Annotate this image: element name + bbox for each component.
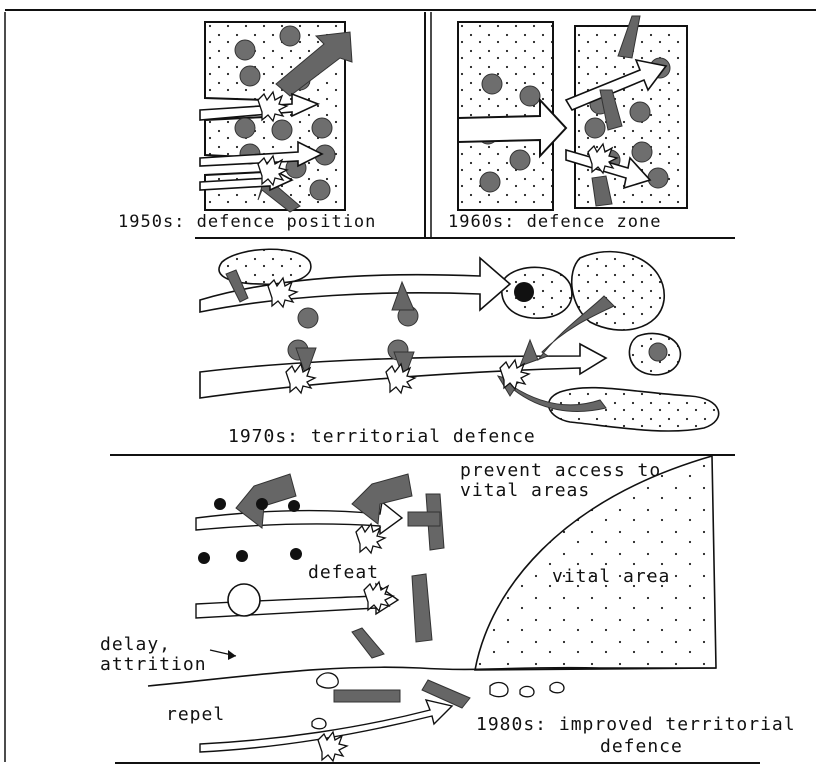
- blocking-positions: [333, 493, 445, 703]
- delay-label-line1: delay,: [100, 634, 172, 655]
- vital-area-region: [474, 454, 717, 671]
- vital-area-label: vital area: [552, 566, 671, 587]
- counterattack-arrow: [391, 280, 415, 311]
- defence-pocket: [500, 266, 573, 319]
- attack-arrow-middle: [199, 140, 324, 168]
- attack-arrow-upper: [195, 500, 404, 536]
- obstacle-blobs: [311, 672, 565, 730]
- clash-burst: [257, 154, 289, 187]
- caption-1950s: 1950s: defence position: [116, 212, 379, 232]
- attack-arrow-upper: [199, 92, 321, 121]
- counterattack-arrow: [617, 15, 641, 59]
- defence-pocket: [547, 386, 720, 432]
- counterattack-arrow: [591, 175, 613, 207]
- prevent-access-label-line2: vital areas: [460, 480, 591, 501]
- caption-1980s-line1: 1980s: improved territorial: [476, 714, 796, 735]
- counterattack-arrow: [275, 31, 353, 97]
- caption-1960s: 1960s: defence zone: [446, 212, 664, 232]
- defeat-label: defeat: [308, 562, 380, 583]
- panel-1970s: [199, 248, 720, 432]
- delay-arrowhead: [228, 650, 236, 660]
- breakthrough-arrow: [564, 58, 668, 112]
- counterattack-arrow: [351, 627, 385, 659]
- clash-burst: [385, 362, 417, 395]
- main-attack-arrow: [457, 97, 568, 159]
- counterattack-arrow: [421, 679, 471, 709]
- destroyed-unit: [514, 282, 534, 302]
- defender-units: [234, 25, 336, 201]
- clash-burst: [587, 142, 619, 175]
- counterattack-arrow: [225, 269, 249, 303]
- counterattack-arrow: [295, 347, 317, 378]
- clash-burst: [355, 522, 387, 555]
- repel-label: repel: [166, 704, 226, 725]
- delay-label-line2: attrition: [100, 654, 207, 675]
- clash-burst: [499, 358, 531, 391]
- attack-arrow-lower: [199, 699, 454, 753]
- clash-burst: [285, 362, 317, 395]
- counterattack-arrow-large: [351, 473, 413, 525]
- clash-burst: [267, 276, 299, 309]
- encircled-unit: [227, 583, 261, 617]
- caption-1970s: 1970s: territorial defence: [228, 426, 536, 447]
- panel-1960s: [457, 15, 688, 211]
- breakthrough-arrow: [565, 148, 652, 190]
- prevent-access-label-line1: prevent access to: [460, 460, 662, 481]
- enemy-unit-markers: [198, 498, 302, 564]
- counterattack-arrow: [599, 89, 623, 131]
- panel-1980s: [147, 454, 717, 763]
- counterattack-arrow-large: [519, 295, 615, 367]
- terrain-line: [147, 666, 716, 687]
- clash-burst: [317, 730, 349, 763]
- frame-lines: [4, 9, 816, 764]
- clash-burst: [363, 580, 395, 613]
- panel-1950s: [199, 21, 353, 213]
- clash-burst: [257, 90, 289, 123]
- caption-1980s-line2: defence: [600, 736, 683, 757]
